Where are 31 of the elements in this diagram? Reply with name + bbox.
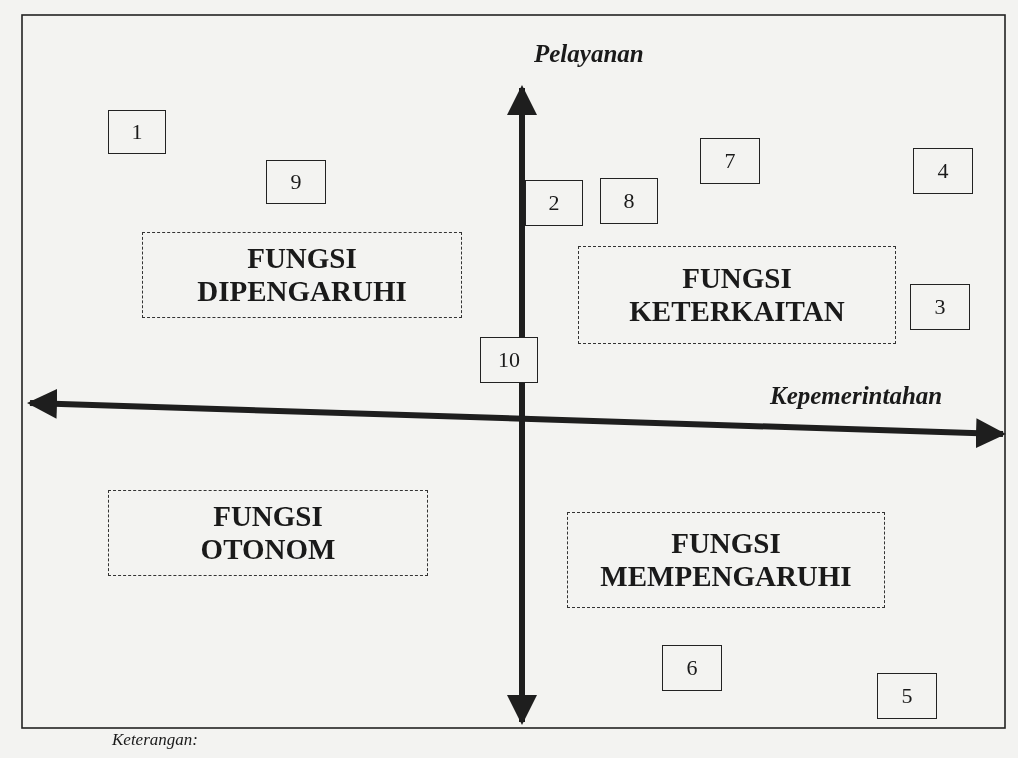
number-box — [910, 284, 970, 330]
number-box — [480, 337, 538, 383]
number-box — [700, 138, 760, 184]
box-label: FUNGSI OTONOM — [200, 499, 336, 567]
box-label: 2 — [548, 190, 560, 216]
number-box — [877, 673, 937, 719]
axis-label: Kepemerintahan — [770, 382, 943, 410]
box-label: FUNGSI DIPENGARUHI — [197, 241, 407, 309]
function-box — [142, 232, 462, 318]
box-label: 9 — [290, 169, 302, 195]
box-label: FUNGSI MEMPENGARUHI — [600, 526, 852, 594]
function-box — [567, 512, 885, 608]
number-box — [600, 178, 658, 224]
box-label: 6 — [686, 655, 698, 681]
box-label: 10 — [498, 347, 520, 373]
function-box — [108, 490, 428, 576]
box-label: 4 — [937, 158, 949, 184]
box-label: 3 — [934, 294, 946, 320]
box-label: 5 — [901, 683, 913, 709]
box-label: 1 — [131, 119, 143, 145]
number-box — [266, 160, 326, 204]
number-box — [913, 148, 973, 194]
box-label: 8 — [623, 188, 635, 214]
box-label: FUNGSI KETERKAITAN — [629, 261, 845, 329]
box-label: 7 — [724, 148, 736, 174]
legend-heading: Keterangan: — [112, 730, 198, 750]
function-box — [578, 246, 896, 344]
axis-label: Pelayanan — [534, 40, 644, 68]
number-box — [525, 180, 583, 226]
number-box — [662, 645, 722, 691]
number-box — [108, 110, 166, 154]
